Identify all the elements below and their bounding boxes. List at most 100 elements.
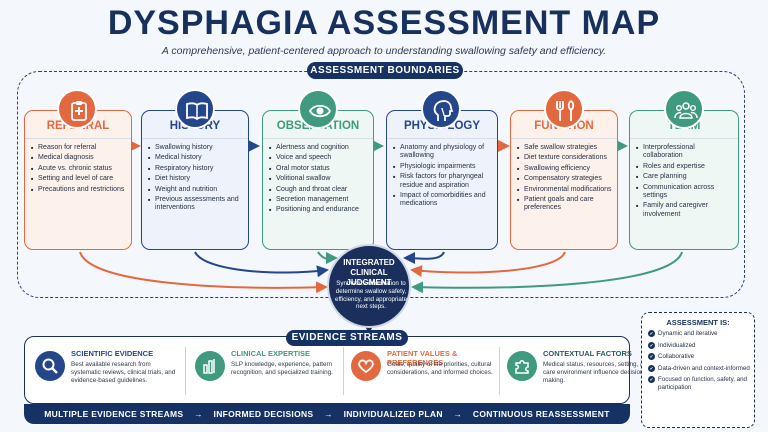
list-item: Swallowing efficiency [517,165,613,174]
summary-item: Data-driven and context-informed [648,364,751,373]
evidence-description: Best available research from systematic … [71,361,176,384]
list-item: Weight and nutrition [148,186,244,195]
list-item: Reason for referral [31,144,127,153]
list-item: Environmental modifications [517,186,613,195]
list-item: Positioning and endurance [269,206,369,215]
column-list: Alertness and cognition Voice and speech… [269,144,369,217]
evidence-streams-panel: SCIENTIFIC EVIDENCE Best available resea… [24,336,650,404]
evidence-streams-label: EVIDENCE STREAMS [286,330,408,346]
list-item: Alertness and cognition [269,144,369,153]
divider [499,347,500,395]
list-item: Voice and speech [269,154,369,163]
summary-title: ASSESSMENT IS: [666,318,730,327]
curve-history-core [194,251,329,278]
summary-item: Dynamic and iterative [648,330,751,338]
summary-item: Focused on function, safety, and partici… [648,376,751,391]
summary-item: Collaborative [648,353,751,361]
list-item: Roles and expertise [636,163,734,172]
column-list: Interprofessional collaboration Roles an… [636,144,734,221]
list-item: Precautions and restrictions [31,186,127,195]
list-item: Diet history [148,175,244,184]
flow-step: CONTINUOUS REASSESSMENT [472,409,610,419]
eye-icon [298,89,338,129]
evidence-title: CONTEXTUAL FACTORS [543,349,632,358]
list-item: Previous assessments and interventions [148,196,244,213]
assessment-boundaries-label: ASSESSMENT BOUNDARIES [307,62,463,79]
flow-step: INDIVIDUALIZED PLAN [343,409,443,419]
evidence-patient-values: PATIENT VALUES & PREFERENCES Goals, qual… [349,345,495,399]
list-item: Acute vs. chronic status [31,165,127,174]
curve-observation-core [317,251,338,265]
evidence-description: Goals, quality of life priorities, cultu… [387,361,493,376]
list-item: Oral motor status [269,165,369,174]
heart-icon [351,351,381,381]
flow-arrow-icon: → [324,409,333,419]
column-team: TEAM Interprofessional collaboration Rol… [629,110,739,250]
clipboard-icon [57,89,97,129]
list-item: Diet texture considerations [517,154,613,163]
column-observation: OBSERVATION Alertness and cognition Voic… [262,110,374,250]
list-item: Communication across settings [636,184,734,201]
list-item: Cough and throat clear [269,186,369,195]
evidence-title: PATIENT VALUES & PREFERENCES [387,349,458,367]
list-item: Interprofessional collaboration [636,144,734,161]
list-item: Care planning [636,173,734,182]
page-subtitle: A comprehensive, patient-centered approa… [161,45,607,57]
flow-step: INFORMED DECISIONS [213,409,314,419]
list-item: Secretion management [269,196,369,205]
list-item: Risk factors for pharyngeal residue and … [393,173,493,190]
column-referral: REFERRAL Reason for referral Medical dia… [24,110,132,250]
integrated-judgment-hub: INTEGRATED CLINICAL JUDGMENT Synthesize … [327,244,411,328]
evidence-contextual: CONTEXTUAL FACTORS Medical status, resou… [505,345,651,399]
flow-arrow-icon: → [194,409,203,419]
evidence-title: CLINICAL EXPERTISE [231,349,311,358]
list-item: Volitional swallow [269,175,369,184]
evidence-title: SCIENTIFIC EVIDENCE [71,349,154,358]
utensils-icon [544,89,584,129]
flow-arrow-icon: → [453,409,463,419]
list-item: Medical diagnosis [31,154,127,163]
list-item: Patient goals and care preferences [517,196,613,213]
hand-bars-icon [195,351,225,381]
divider [343,347,344,395]
list-item: Impact of comorbidities and medications [393,192,493,209]
curve-referral-core [79,251,328,294]
list-item: Safe swallow strategies [517,144,613,153]
page-title: DYSPHAGIA ASSESSMENT MAP [107,4,661,42]
divider [185,347,186,395]
column-history: HISTORY Swallowing history Medical histo… [141,110,249,250]
column-list: Anatomy and physiology of swallowing Phy… [393,144,493,211]
puzzle-icon [507,351,537,381]
summary-list: Dynamic and iterative Individualized Col… [648,330,751,396]
assessment-summary-box: ASSESSMENT IS: Dynamic and iterative Ind… [641,312,755,428]
core-description: Synthesize information to determine swal… [335,280,408,311]
flow-step: MULTIPLE EVIDENCE STREAMS [44,409,184,419]
people-icon [664,89,704,129]
evidence-scientific: SCIENTIFIC EVIDENCE Best available resea… [33,345,179,399]
curve-physiology-core [403,251,445,265]
list-item: Setting and level of care [31,175,127,184]
evidence-clinical: CLINICAL EXPERTISE SLP knowledge, experi… [193,345,339,399]
list-item: Anatomy and physiology of swallowing [393,144,493,161]
list-item: Compensatory strategies [517,175,613,184]
evidence-description: Medical status, resources, setting, and … [543,361,651,384]
list-item: Swallowing history [148,144,244,153]
decision-flow-bar: MULTIPLE EVIDENCE STREAMS → INFORMED DEC… [24,404,630,424]
magnifier-icon [35,351,65,381]
column-function: FUNCTION Safe swallow strategies Diet te… [510,110,618,250]
summary-item: Individualized [648,341,751,350]
list-item: Physiologic impairments [393,163,493,172]
curve-team-core [411,251,683,294]
list-item: Medical history [148,154,244,163]
list-item: Respiratory history [148,165,244,174]
column-list: Safe swallow strategies Diet texture con… [517,144,613,215]
list-item: Family and caregiver involvement [636,202,734,219]
column-physiology: PHYSIOLOGY Anatomy and physiology of swa… [386,110,498,250]
head-profile-icon [421,89,461,129]
evidence-description: SLP knowledge, experience, pattern recog… [231,361,333,376]
core-title: INTEGRATED CLINICAL JUDGMENT [343,258,395,287]
book-icon [175,89,215,129]
curve-function-core [410,251,566,277]
column-list: Swallowing history Medical history Respi… [148,144,244,215]
